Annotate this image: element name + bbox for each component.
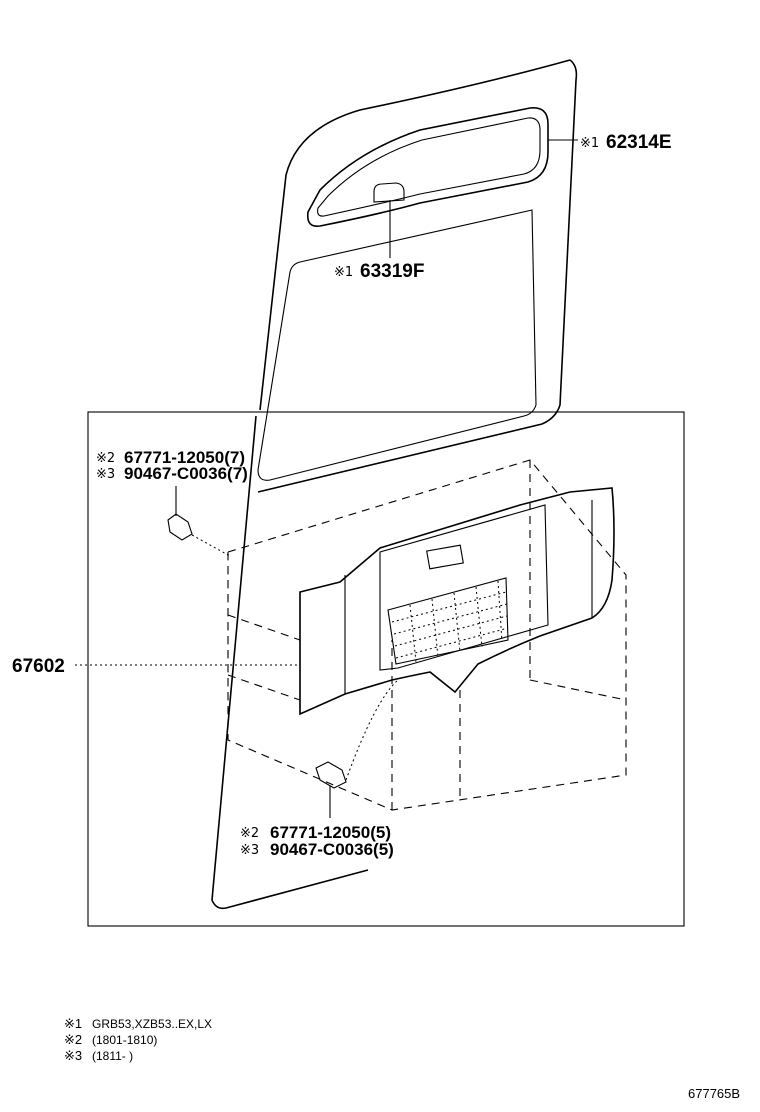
legend-mark-2: ※2	[64, 1032, 82, 1047]
panel-part-number[interactable]: 67602	[12, 656, 65, 677]
light-mark: ※1	[334, 265, 353, 280]
light-part-number[interactable]: 63319F	[360, 261, 424, 282]
clip-lower-part-b[interactable]: 90467-C0036(5)	[270, 840, 394, 859]
grip-molding	[306, 107, 549, 228]
pocket-net	[387, 577, 509, 665]
courtesy-light	[373, 182, 405, 203]
trim-panel	[299, 487, 615, 716]
pocket-frame	[379, 504, 549, 671]
clip-upper-mark-a: ※2	[96, 451, 115, 466]
molding-part-number[interactable]: 62314E	[606, 132, 672, 153]
detail-frame	[87, 411, 685, 927]
clip-upper	[167, 486, 231, 557]
grip-molding-inner	[317, 117, 541, 217]
diagram-id: 677765B	[688, 1086, 740, 1101]
clip-lower-mark-b: ※3	[240, 843, 259, 858]
legend-text-3: (1811- )	[92, 1049, 133, 1063]
legend: ※1 GRB53,XZB53..EX,LX ※2 (1801-1810) ※3 …	[64, 1016, 212, 1063]
clip-lower-mark-a: ※2	[240, 826, 259, 841]
reference-box	[227, 459, 627, 811]
legend-mark-1: ※1	[64, 1016, 82, 1031]
door-outline	[257, 59, 578, 493]
trim-panel-edge	[299, 500, 593, 714]
clip-upper-part-a[interactable]: 67771-12050(7)	[124, 448, 245, 467]
reference-box-inner	[227, 614, 627, 800]
clip-lower	[315, 679, 399, 818]
door-outline-lower	[211, 415, 369, 910]
molding-mark: ※1	[580, 136, 599, 151]
handle-recess	[426, 544, 464, 570]
legend-text-2: (1801-1810)	[92, 1033, 157, 1047]
legend-text-1: GRB53,XZB53..EX,LX	[92, 1017, 212, 1031]
window-opening	[257, 209, 537, 481]
clip-lower-part-a[interactable]: 67771-12050(5)	[270, 823, 391, 842]
legend-mark-3: ※3	[64, 1048, 82, 1063]
clip-upper-part-b[interactable]: 90467-C0036(7)	[124, 464, 248, 483]
clip-upper-mark-b: ※3	[96, 467, 115, 482]
